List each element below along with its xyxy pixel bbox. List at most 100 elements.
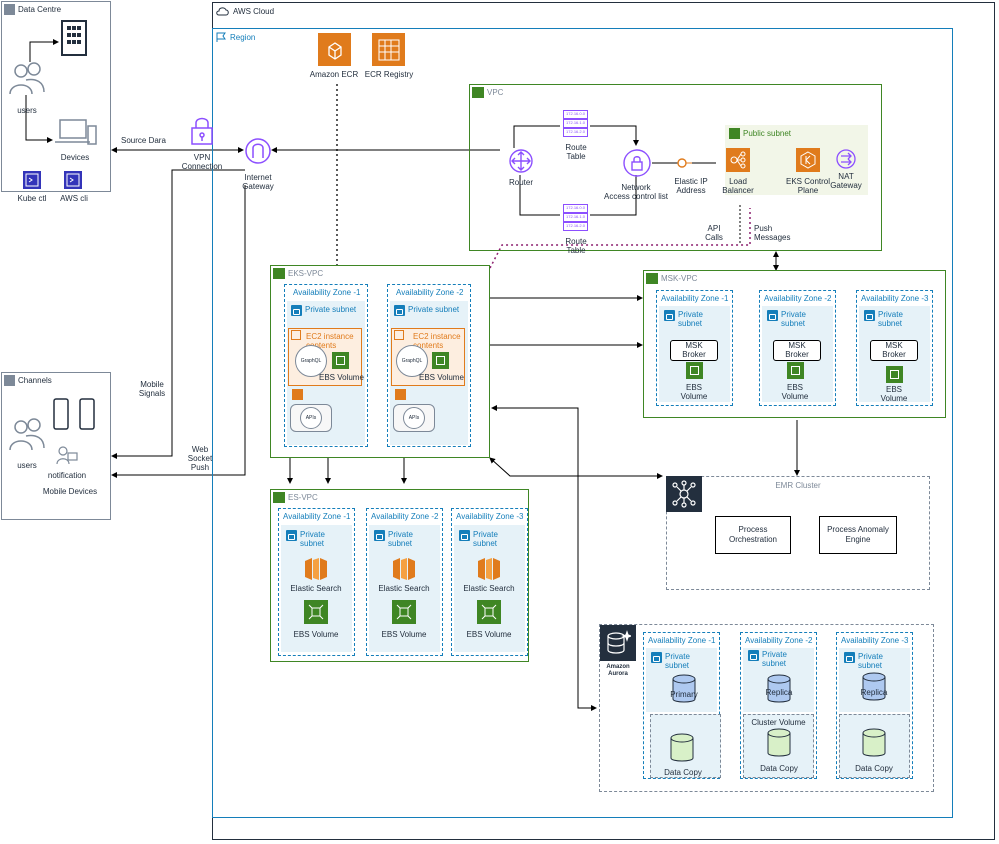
eks-az-1-ec2-label: EC2 instance contents	[306, 332, 354, 350]
ebs-volume-label: EBS Volume	[293, 630, 339, 639]
vpc-cloud-icon	[646, 273, 658, 284]
es-az-3	[451, 508, 528, 656]
eks-az-2-title: Availability Zone -2	[396, 288, 464, 297]
amazon-ecr-label: Amazon ECR	[309, 70, 359, 79]
es-az-3-title: Availability Zone -3	[456, 512, 524, 521]
eks-control-plane-label: EKS Control Plane	[785, 177, 831, 195]
nacl-label: Network Access control list	[603, 183, 669, 201]
route-table-top: 172.16.0.0 172.16.1.0 172.16.2.0	[563, 110, 588, 137]
ecr-registry-icon	[372, 33, 405, 66]
router-icon	[508, 148, 534, 174]
data-centre-users-label: users	[17, 106, 37, 115]
es-vpc-header: ES-VPC	[273, 492, 318, 503]
aurora-az-3-title: Availability Zone -3	[841, 636, 909, 645]
emr-cluster-group	[666, 476, 930, 590]
eks-vpc-title: EKS-VPC	[288, 269, 324, 278]
lock-icon	[651, 652, 662, 663]
msk-az-3-private-subnet: Private subnet	[864, 310, 903, 328]
cloud-icon	[216, 7, 229, 16]
ebs-volume-label: EBS Volume	[466, 630, 512, 639]
mobile-devices-label: Mobile Devices	[42, 487, 98, 496]
users-icon	[8, 62, 46, 96]
aurora-az-2	[740, 632, 817, 779]
lock-icon	[844, 652, 855, 663]
elastic-search-label: Elastic Search	[378, 584, 430, 593]
data-centre-title: Data Centre	[18, 5, 62, 14]
vpc-cloud-icon	[273, 492, 285, 503]
msk-broker: MSK Broker	[773, 340, 821, 361]
api-calls-label: API Calls	[705, 224, 723, 242]
lock-icon	[664, 310, 675, 321]
msk-az-3	[856, 290, 933, 406]
es-az-2-title: Availability Zone -2	[371, 512, 439, 521]
lock-icon	[729, 128, 740, 139]
data-copy-label: Data Copy	[664, 768, 702, 777]
flag-icon	[216, 32, 226, 42]
amazon-ecr-icon	[318, 33, 351, 66]
elastic-search-icon	[475, 555, 503, 583]
notification-icon	[55, 444, 79, 468]
es-az-1-private-subnet: Private subnet	[286, 530, 325, 548]
ebs-volume-icon	[686, 362, 703, 379]
load-balancer-icon	[726, 148, 750, 172]
eks-control-plane-icon	[796, 148, 820, 172]
private-subnet-label: Private subnet	[678, 310, 703, 328]
es-az-1-subnet	[281, 525, 352, 652]
private-subnet-label: Private subnet	[300, 530, 325, 548]
route-ip: 172.16.2.0	[563, 222, 588, 231]
lock-icon	[864, 310, 875, 321]
primary-db-icon: Primary	[670, 674, 698, 704]
data-copy-label: Data Copy	[855, 764, 893, 773]
ebs-volume-icon	[886, 366, 903, 383]
ec2-icon	[291, 330, 301, 340]
channels-header: Channels	[4, 375, 52, 386]
msk-broker: MSK Broker	[670, 340, 718, 361]
msk-broker: MSK Broker	[870, 340, 918, 361]
data-centre-header: Data Centre	[4, 4, 61, 15]
es-az-1	[278, 508, 355, 656]
replica-label: Replica	[860, 688, 888, 697]
kubectl-terminal-icon	[23, 171, 41, 189]
ebs-volume-label: EBS Volume	[319, 373, 364, 382]
es-az-3-subnet	[454, 525, 525, 652]
data-copy-db-icon	[670, 733, 694, 763]
aws-cli-terminal-icon	[64, 171, 82, 189]
ebs-volume-icon	[332, 352, 349, 369]
aurora-title: Amazon Aurora	[606, 664, 630, 677]
eks-az-2-private-subnet: Private subnet	[394, 305, 459, 316]
emr-icon	[666, 476, 702, 512]
source-data-label: Source Dara	[121, 136, 166, 145]
private-subnet-label: Private subnet	[665, 652, 690, 670]
lock-icon	[459, 530, 470, 541]
private-subnet-label: Private subnet	[473, 530, 498, 548]
nat-gateway-icon	[835, 148, 857, 170]
building-icon	[4, 4, 15, 15]
aurora-az-1	[643, 632, 720, 779]
router-label: Router	[508, 178, 533, 187]
es-az-2-private-subnet: Private subnet	[374, 530, 413, 548]
vpn-lock-icon	[189, 116, 215, 148]
eks-az-1-title: Availability Zone -1	[293, 288, 361, 297]
route-table-bottom: 172.16.0.0 172.16.1.0 172.16.2.0	[563, 204, 588, 231]
region-header: Region	[216, 32, 255, 43]
lock-icon	[748, 650, 759, 661]
es-vpc-group: ES-VPC	[270, 489, 529, 662]
lock-icon	[767, 310, 778, 321]
ebs-volume-icon	[304, 600, 328, 624]
msk-az-1-title: Availability Zone -1	[661, 294, 729, 303]
es-az-2-subnet	[369, 525, 440, 652]
es-az-2	[366, 508, 443, 656]
users-icon	[8, 418, 46, 452]
lock-icon	[374, 530, 385, 541]
public-subnet-title: Public subnet	[743, 129, 792, 138]
route-ip: 172.16.1.0	[563, 119, 588, 128]
devices-icon	[52, 116, 100, 148]
msk-az-3-title: Availability Zone -3	[861, 294, 929, 303]
internet-gateway-icon	[244, 137, 272, 165]
load-balancer-label: Load Balancer	[722, 177, 754, 195]
msk-vpc-group: MSK-VPC	[643, 270, 946, 418]
push-messages-label: Push Messages	[754, 224, 791, 242]
graphql-icon: GraphQL	[295, 345, 327, 377]
elastic-search-label: Elastic Search	[463, 584, 515, 593]
